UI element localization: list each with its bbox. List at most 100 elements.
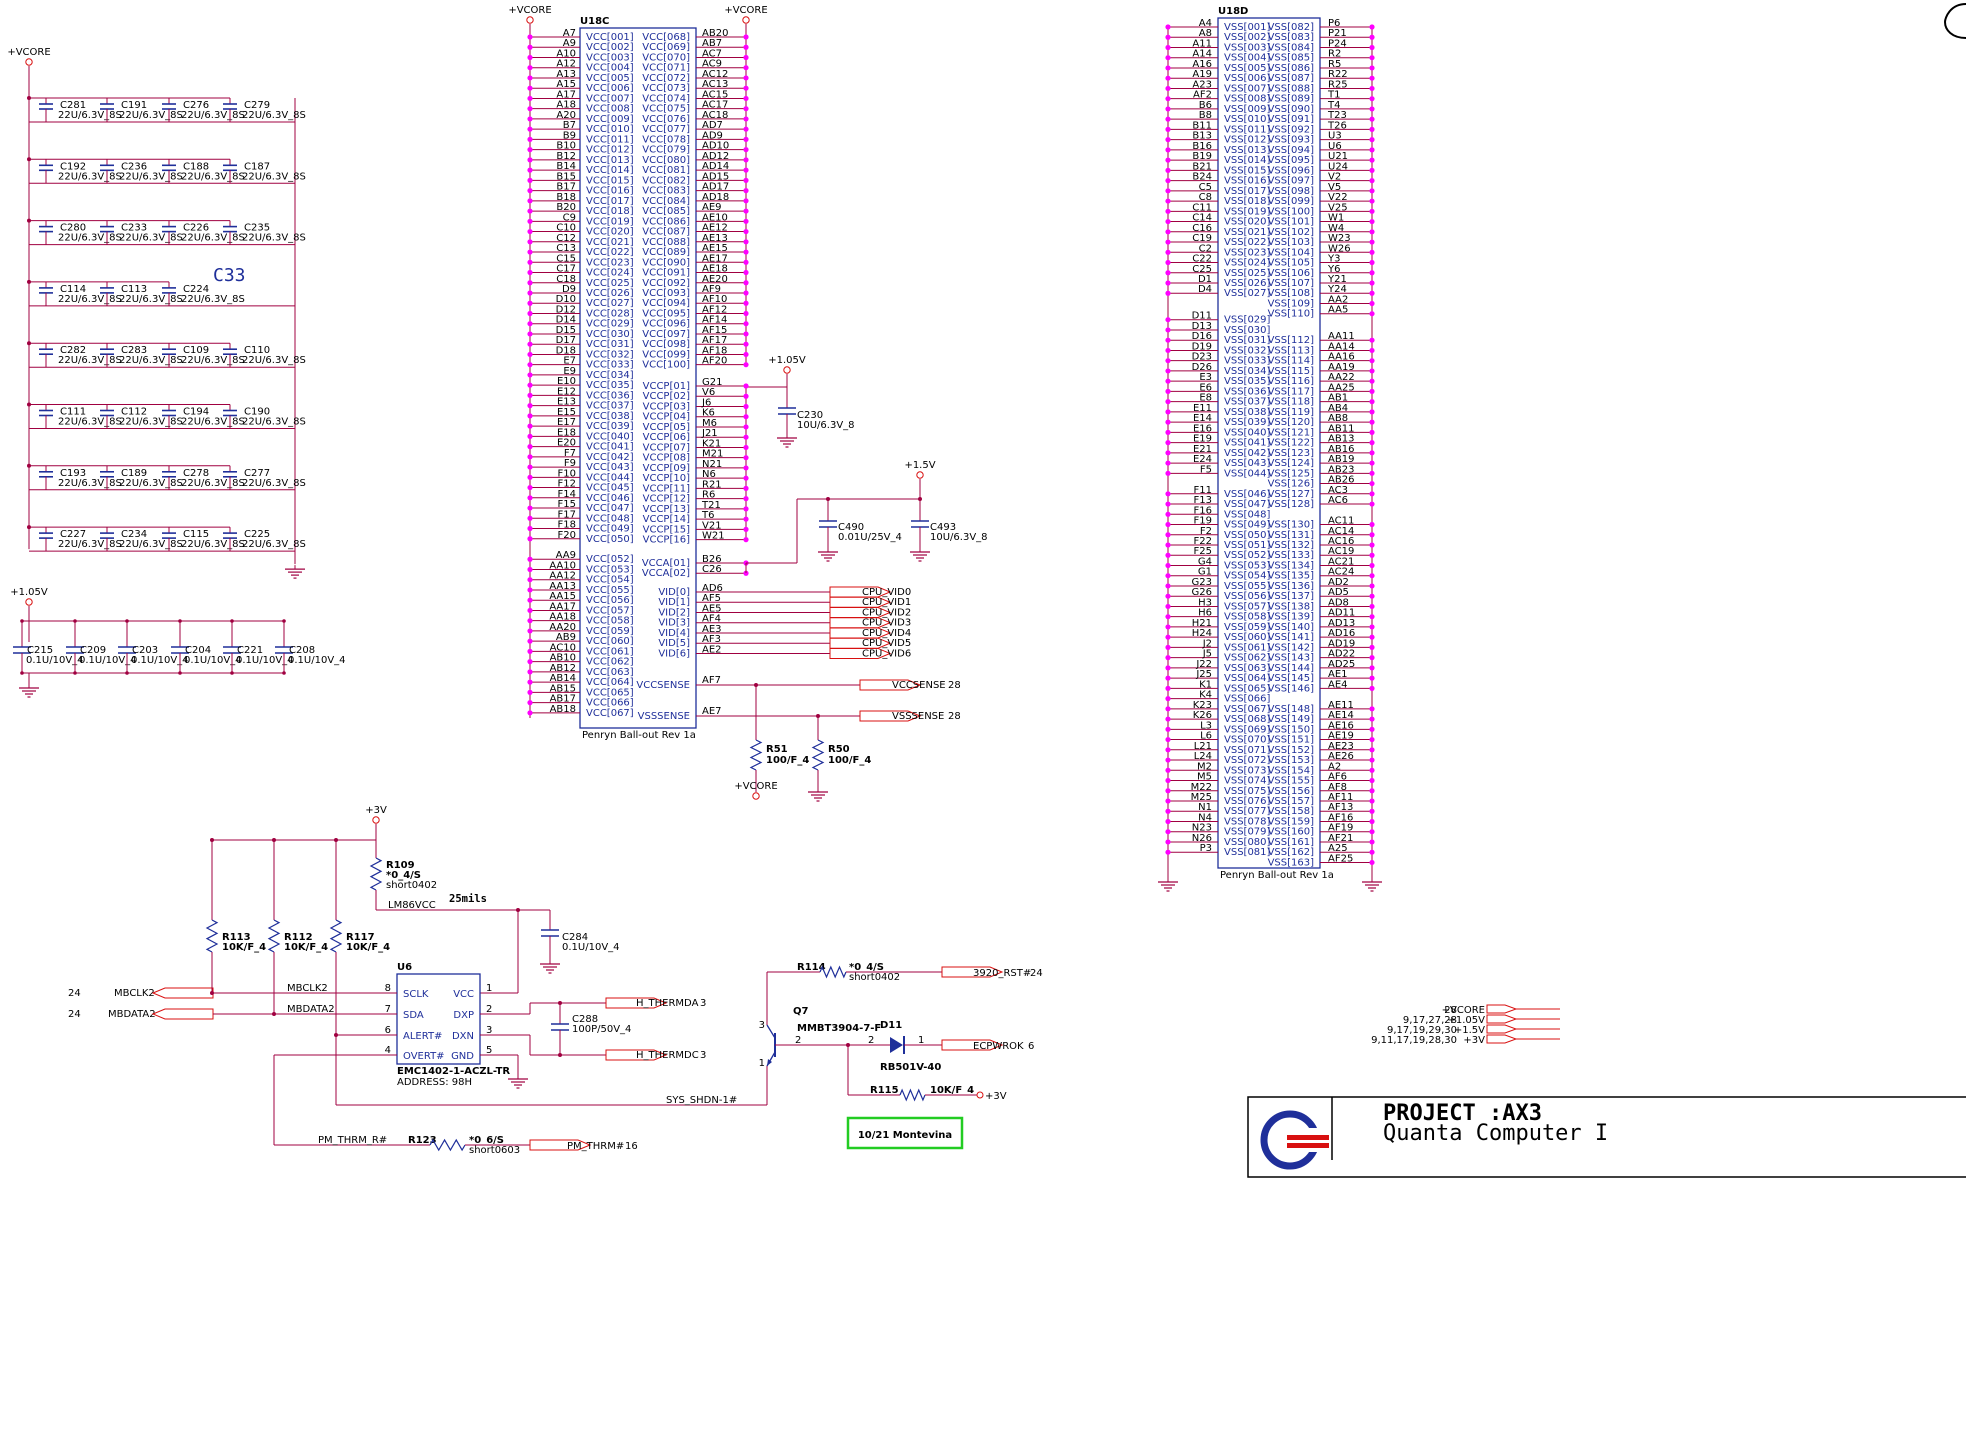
cap-value: 22U/6.3V_8S (119, 171, 183, 182)
u18c-pin-ae5: AE5 (702, 603, 722, 614)
u18d-pin-ae4: AE4 (1328, 679, 1348, 690)
u18d-pin-t26: T26 (1327, 120, 1347, 131)
pin-dot (743, 239, 749, 245)
pin-dot (1369, 706, 1375, 712)
u18c-pin-c18: C18 (556, 274, 576, 285)
r123-value: *0_6/S (469, 1135, 504, 1146)
u18d-pin-ad16: AD16 (1328, 628, 1355, 639)
pin-dot (1165, 839, 1171, 845)
cap-ref: C225 (244, 529, 270, 540)
u18d-pin-aa16: AA16 (1328, 352, 1355, 363)
u18c-pin-ad12: AD12 (702, 151, 729, 162)
pin-dot (527, 290, 533, 296)
u18c-pin-r6: R6 (702, 490, 715, 501)
pin-dot (1369, 157, 1375, 163)
cap-ref: C215 (27, 645, 53, 656)
pin-dot (1369, 429, 1375, 435)
u18c-pin-a13: A13 (556, 69, 576, 80)
u18c-pin-b9: B9 (563, 130, 576, 141)
pin-dot (1369, 460, 1375, 466)
u18c-pin-c10: C10 (556, 223, 576, 234)
r117-value: 10K/F_4 (346, 942, 390, 953)
u18d-pin-name: VSS[080] (1224, 837, 1271, 848)
u18c-pin-name: VCC[073] (642, 83, 690, 94)
u18d-pin-name: VSS[009] (1224, 104, 1271, 115)
u18d-pin-name: VSS[071] (1224, 745, 1271, 756)
pin-dot (1165, 696, 1171, 702)
u18d-pin-e14: E14 (1193, 413, 1212, 424)
pin-dot (527, 188, 533, 194)
cap-value: 22U/6.3V_8S (58, 171, 122, 182)
pin-dot (527, 341, 533, 347)
u18c-pin-k21: K21 (702, 438, 721, 449)
pin-dot (1165, 167, 1171, 173)
r114-note: short0402 (849, 972, 900, 983)
u18d-pin-a8: A8 (1199, 28, 1212, 39)
pin-dot (1369, 521, 1375, 528)
pin-dot (1165, 188, 1171, 194)
u18d-pin-name: VSS[132] (1268, 540, 1315, 551)
pin-dot (1165, 106, 1171, 112)
cap-ref: C224 (183, 284, 209, 295)
u18d-pin-name: VSS[029] (1224, 315, 1271, 326)
pin-dot (1165, 137, 1171, 143)
u18c-pin-ae3: AE3 (702, 624, 722, 635)
u18d-pin-name: VSS[034] (1224, 366, 1271, 377)
u18c-pin-name: VCC[038] (586, 411, 634, 422)
pin-dot (1369, 178, 1375, 184)
v3-thermal-label: +3V (365, 805, 387, 816)
cap-ref: C279 (244, 100, 270, 111)
mbclk2-port (151, 987, 214, 999)
u18c-pin-ae2: AE2 (702, 644, 722, 655)
cap-value: 22U/6.3V_8S (181, 171, 245, 182)
u18d-pin-af13: AF13 (1328, 802, 1353, 813)
u18d-pin-y6: Y6 (1327, 264, 1340, 275)
u18c-pin-af12: AF12 (702, 304, 727, 315)
u18d-pin-name: VSS[162] (1268, 847, 1315, 858)
u18d-pin-n4: N4 (1198, 812, 1212, 823)
mbdata-page: 24 (68, 1009, 81, 1020)
pin-dot (527, 444, 533, 450)
u18d-pin-af25: AF25 (1328, 853, 1353, 864)
u18d-pin-a2: A2 (1328, 761, 1341, 772)
u18c-pin-v6: V6 (702, 387, 715, 398)
u18c-pin-name: VID[3] (658, 618, 690, 629)
pin-dot (1369, 167, 1375, 173)
d11-part: RB501V-40 (880, 1062, 941, 1073)
u18d-pin-name: VSS[119] (1268, 407, 1315, 418)
junction-dot (27, 218, 31, 223)
u6-pin-num: 7 (385, 1004, 391, 1015)
cap-ref: C114 (60, 284, 86, 295)
pin-dot (743, 249, 749, 255)
cap-value: 22U/6.3V_8S (242, 478, 306, 489)
u18c-pin-af18: AF18 (702, 345, 727, 356)
pin-dot (527, 228, 533, 235)
u18c-pin-ab17: AB17 (550, 694, 576, 705)
u18d-pin-name: VSS[097] (1268, 176, 1315, 187)
pin-dot (1165, 399, 1171, 405)
u18c-pin-name: VCC[065] (586, 687, 634, 698)
u18d-pin-name: VSS[088] (1268, 83, 1315, 94)
u18c-pin-name: VCC[062] (586, 657, 634, 668)
u18c-pin-name: VCC[040] (586, 431, 634, 442)
u18c-pin-b26: B26 (702, 554, 722, 565)
ecpwrok-port (941, 1039, 1004, 1051)
u18c-pin-d14: D14 (556, 315, 576, 326)
u18d-pin-name: VSS[114] (1268, 356, 1315, 367)
u18d-pin-name: VSS[006] (1224, 73, 1271, 84)
u18d-pin-y24: Y24 (1327, 284, 1347, 295)
u6-ref: U6 (397, 962, 412, 973)
pin-dot (527, 433, 533, 439)
u18d-pin-r25: R25 (1328, 79, 1348, 90)
u18d-pin-name: VSS[156] (1268, 786, 1315, 797)
u18c-pin-name: VCC[024] (586, 268, 634, 279)
pin-dot (1369, 767, 1375, 773)
u18d-pin-name: VSS[109] (1268, 298, 1315, 309)
u18c-pin-name: VCC[005] (586, 73, 634, 84)
u18d-pin-name: VSS[067] (1224, 704, 1271, 715)
u18d-pin-name: VSS[101] (1268, 217, 1315, 228)
u18d-pin-ae26: AE26 (1328, 751, 1354, 762)
pin-dot (527, 218, 533, 224)
cap-ref: C191 (121, 100, 147, 111)
cap-ref: C281 (60, 100, 86, 111)
